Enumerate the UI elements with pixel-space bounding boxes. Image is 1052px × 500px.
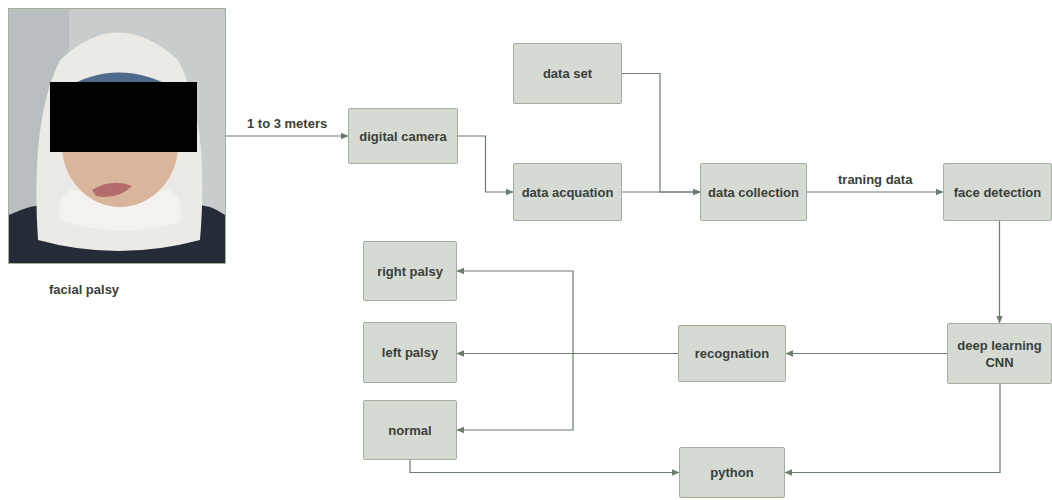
flow-arrow — [226, 135, 348, 136]
process-box: data collection — [700, 163, 807, 221]
flow-arrow — [999, 221, 1000, 323]
flow-arrow — [458, 136, 513, 192]
photo-background — [9, 9, 225, 263]
photo-caption: facial palsy — [49, 281, 119, 298]
process-box: normal — [363, 400, 457, 460]
flow-arrow — [457, 354, 678, 431]
privacy-bar — [50, 82, 197, 152]
lips — [92, 183, 132, 197]
box-label: left palsy — [382, 344, 438, 361]
process-box: digital camera — [348, 108, 458, 164]
hood — [36, 33, 202, 252]
process-box: face detection — [943, 163, 1052, 221]
flow-arrow — [622, 191, 700, 192]
box-label: digital camera — [359, 128, 446, 145]
box-label: data acquation — [522, 184, 614, 201]
flow-arrow — [807, 191, 943, 192]
process-box: data set — [513, 43, 622, 104]
flow-arrow — [622, 74, 700, 193]
edge-label: traning data — [836, 172, 914, 188]
photo-frame: facial palsy — [8, 8, 226, 264]
process-box: deep learning CNN — [947, 323, 1052, 384]
box-label: deep learning CNN — [953, 337, 1046, 371]
flow-arrow — [785, 384, 1000, 473]
process-box: data acquation — [513, 163, 622, 221]
flow-arrow — [786, 353, 947, 354]
flow-arrow — [410, 460, 679, 473]
box-label: normal — [388, 422, 431, 439]
box-label: data set — [543, 65, 592, 82]
edge-label: 1 to 3 meters — [245, 116, 329, 132]
box-label: data collection — [708, 184, 799, 201]
box-label: recognation — [695, 345, 769, 362]
box-label: face detection — [954, 184, 1041, 201]
process-box: recognation — [678, 325, 786, 382]
process-box: right palsy — [363, 241, 457, 301]
flow-arrow — [457, 271, 678, 354]
process-box: python — [679, 447, 785, 498]
box-label: right palsy — [377, 263, 443, 280]
box-label: python — [710, 464, 753, 481]
process-box: left palsy — [363, 322, 457, 383]
